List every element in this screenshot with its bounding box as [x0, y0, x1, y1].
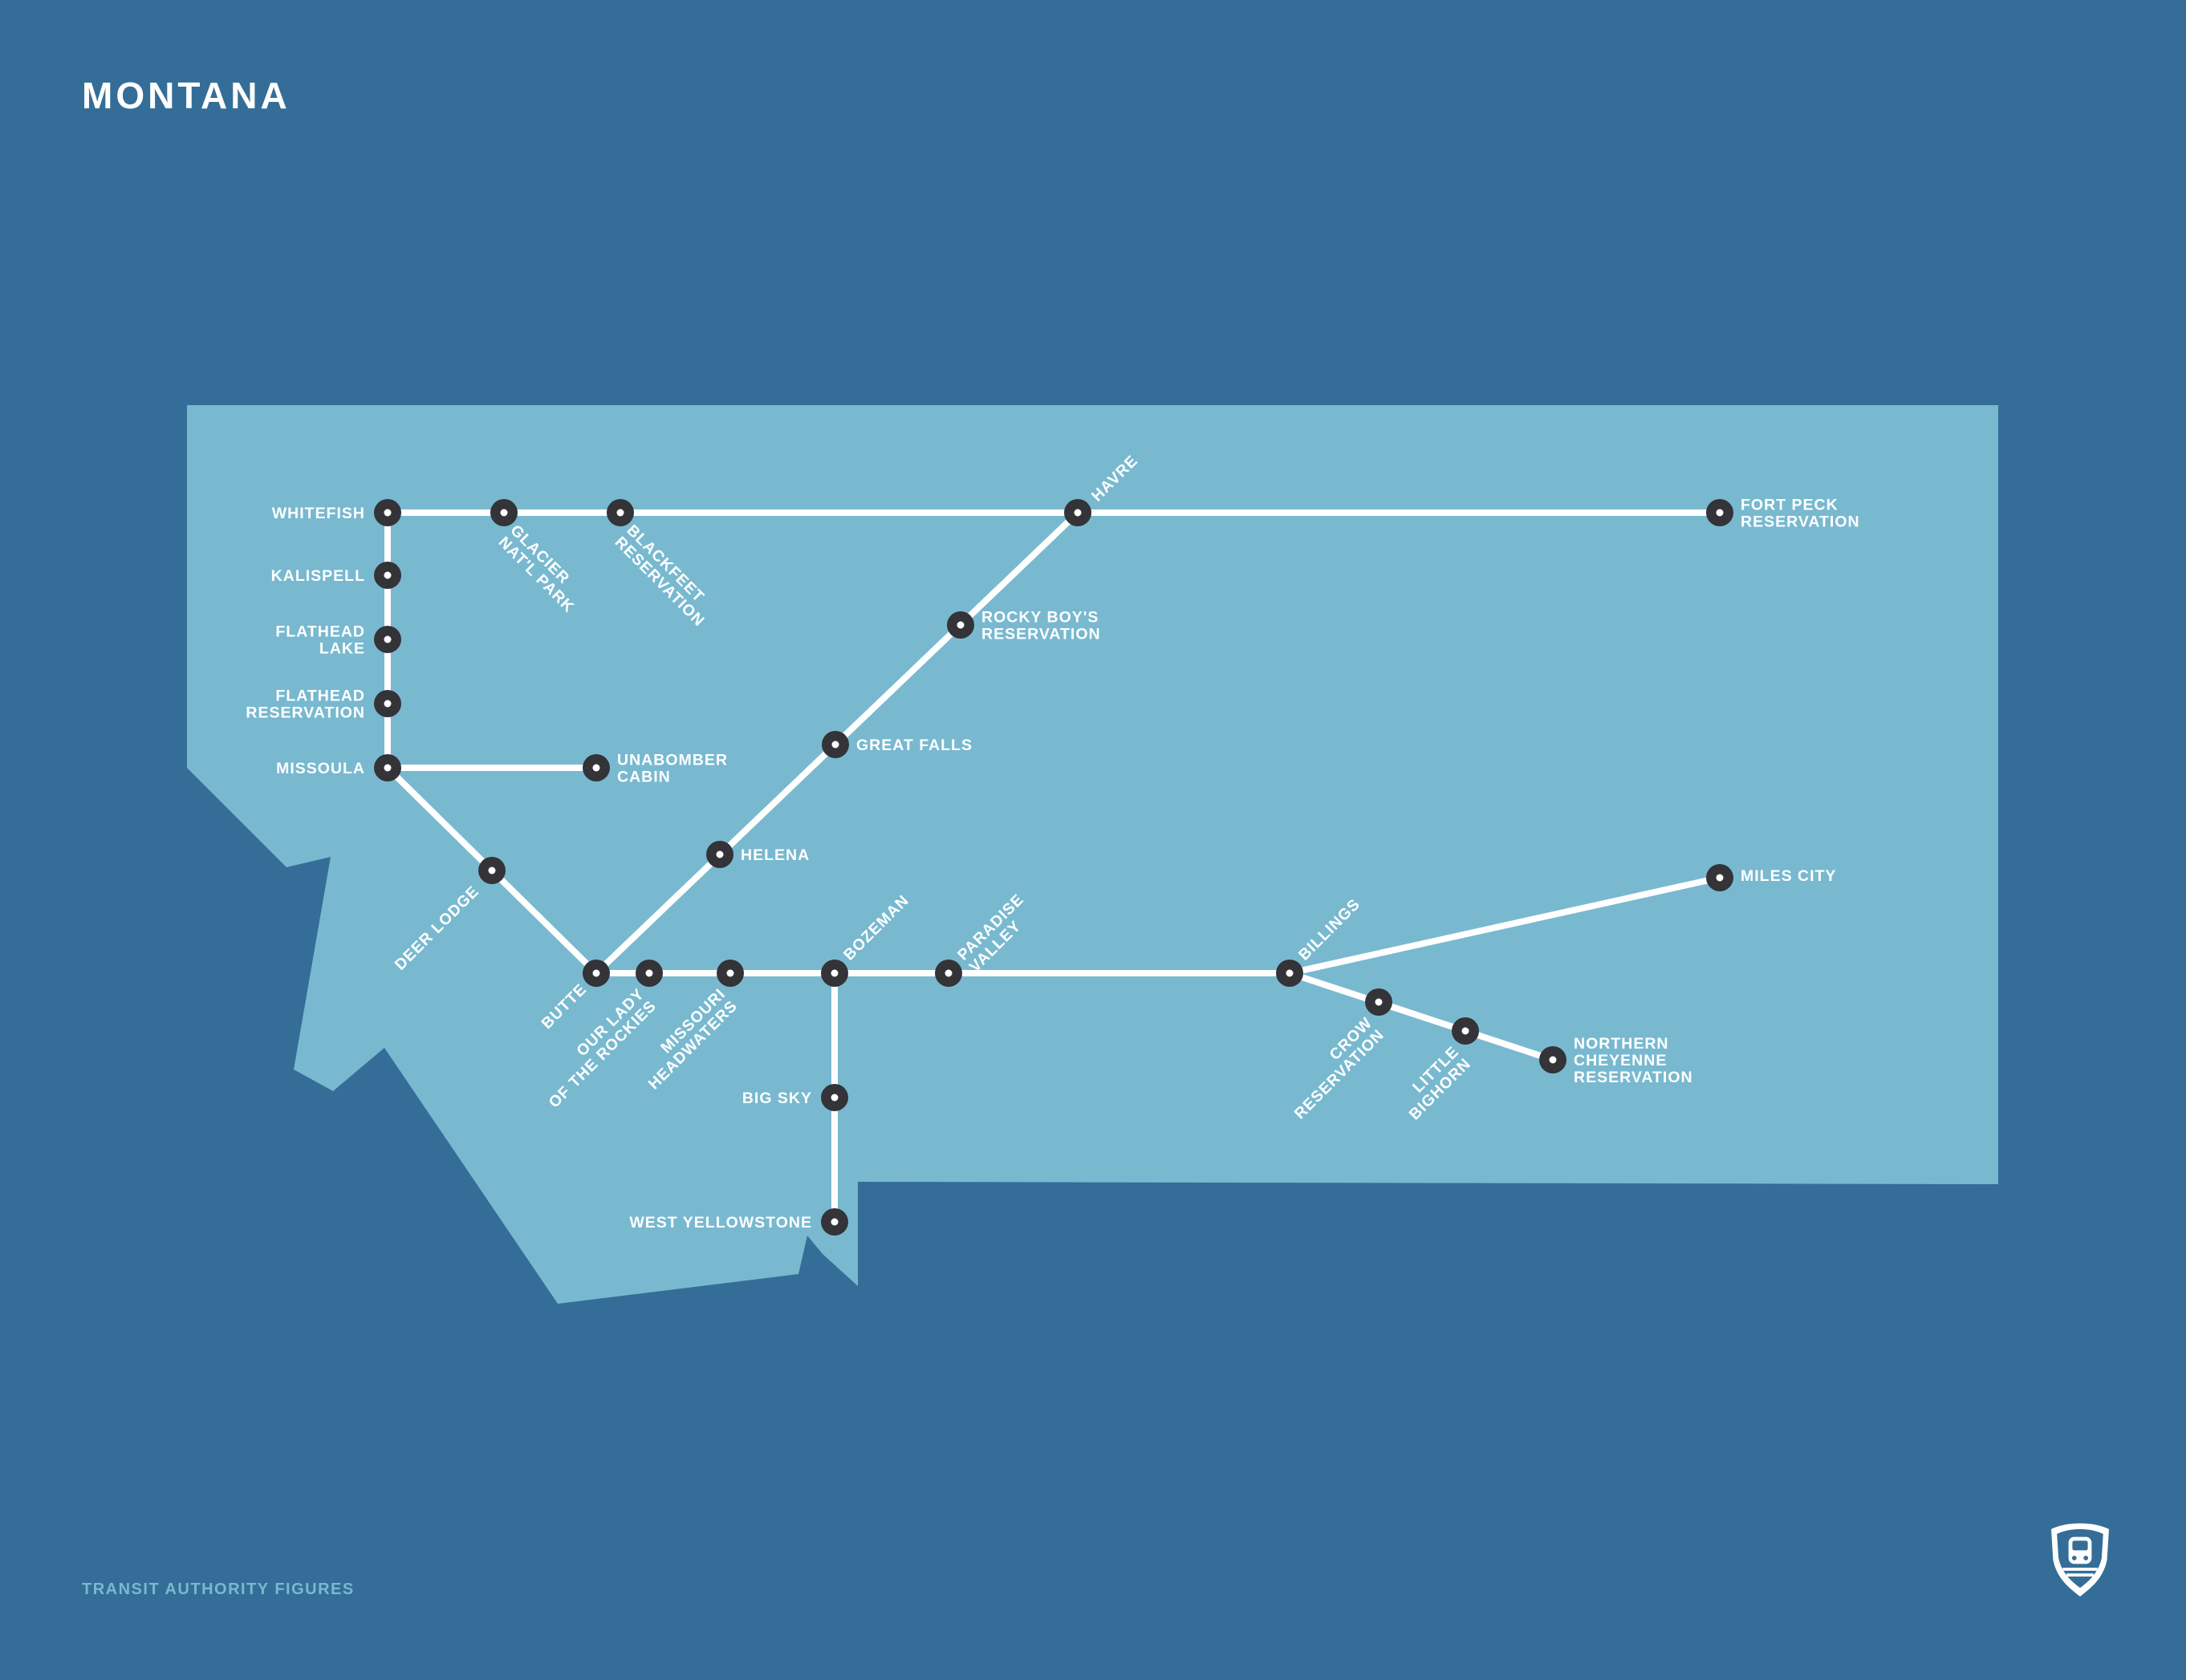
station-billings[interactable]: [1276, 960, 1303, 987]
station-label-missoula: MISSOULA: [276, 760, 365, 777]
transit-stations: [374, 499, 1733, 1236]
station-label-kalispell: KALISPELL: [271, 567, 365, 585]
line-billings-to-northern-cheyenne: [1286, 970, 1556, 1063]
station-label-line: RESERVATION: [981, 626, 1101, 643]
line-billings-to-miles-city: [1286, 874, 1723, 976]
station-label-whitefish: WHITEFISH: [272, 505, 365, 522]
station-label-helena: HELENA: [741, 846, 810, 864]
station-label-line: FLATHEAD: [275, 688, 365, 705]
station-label-line: BIG SKY: [742, 1090, 812, 1107]
station-center-dot: [831, 1094, 839, 1102]
station-flathead-lake[interactable]: [374, 626, 401, 653]
transit-shield-train-icon: [2051, 1523, 2109, 1597]
station-label-line: WEST YELLOWSTONE: [629, 1214, 812, 1232]
station-center-dot: [384, 764, 392, 772]
station-our-lady[interactable]: [636, 960, 663, 987]
station-center-dot: [1074, 509, 1082, 517]
station-flathead-res[interactable]: [374, 690, 401, 717]
station-crow[interactable]: [1365, 988, 1392, 1016]
station-missoula[interactable]: [374, 754, 401, 781]
station-center-dot: [1375, 998, 1383, 1006]
station-center-dot: [1549, 1056, 1557, 1064]
station-label-line: NORTHERN: [1574, 1035, 1669, 1053]
station-fort-peck[interactable]: [1706, 499, 1733, 526]
footer-credit: TRANSIT AUTHORITY FIGURES: [82, 1581, 355, 1598]
station-label-line: MILES CITY: [1741, 867, 1836, 885]
station-center-dot: [384, 635, 392, 643]
station-center-dot: [592, 764, 600, 772]
station-label-line: RESERVATION: [246, 704, 365, 722]
station-label-great-falls: GREAT FALLS: [856, 737, 973, 754]
station-little-bighorn[interactable]: [1452, 1017, 1479, 1045]
station-butte[interactable]: [583, 960, 610, 987]
station-label-line: RESERVATION: [1741, 513, 1860, 531]
station-center-dot: [384, 571, 392, 579]
map-title: MONTANA: [82, 75, 291, 116]
station-label-miles-city: MILES CITY: [1741, 867, 1836, 885]
station-havre[interactable]: [1064, 499, 1091, 526]
station-center-dot: [1286, 969, 1294, 977]
station-northern-cheyenne[interactable]: [1539, 1046, 1566, 1073]
station-west-yellowstone[interactable]: [821, 1208, 848, 1236]
station-label-line: KALISPELL: [271, 567, 365, 585]
station-center-dot: [384, 700, 392, 708]
station-label-line: MISSOULA: [276, 760, 365, 777]
station-label-line: CABIN: [617, 769, 671, 786]
station-deer-lodge[interactable]: [478, 857, 506, 884]
station-center-dot: [957, 621, 965, 629]
station-center-dot: [726, 969, 734, 977]
station-center-dot: [616, 509, 624, 517]
station-center-dot: [500, 509, 508, 517]
station-center-dot: [716, 850, 724, 858]
station-label-line: UNABOMBER: [617, 752, 728, 769]
station-center-dot: [1716, 874, 1724, 882]
station-center-dot: [592, 969, 600, 977]
station-unabomber[interactable]: [583, 754, 610, 781]
station-center-dot: [645, 969, 653, 977]
station-label-big-sky: BIG SKY: [742, 1090, 812, 1107]
station-paradise[interactable]: [935, 960, 962, 987]
station-big-sky[interactable]: [821, 1084, 848, 1111]
station-label-line: CHEYENNE: [1574, 1052, 1667, 1069]
station-blackfeet[interactable]: [607, 499, 634, 526]
station-center-dot: [945, 969, 953, 977]
station-label-line: WHITEFISH: [272, 505, 365, 522]
station-center-dot: [831, 969, 839, 977]
station-label-line: FORT PECK: [1741, 497, 1839, 514]
station-label-west-yellowstone: WEST YELLOWSTONE: [629, 1214, 812, 1232]
station-missouri[interactable]: [717, 960, 744, 987]
montana-state-shape: [187, 405, 1998, 1304]
station-center-dot: [1461, 1027, 1469, 1035]
station-helena[interactable]: [706, 841, 733, 868]
station-whitefish[interactable]: [374, 499, 401, 526]
station-great-falls[interactable]: [822, 731, 849, 758]
station-label-line: LAKE: [319, 640, 365, 658]
station-label-line: FLATHEAD: [275, 623, 365, 641]
station-center-dot: [831, 1218, 839, 1226]
station-bozeman[interactable]: [821, 960, 848, 987]
station-glacier[interactable]: [490, 499, 518, 526]
station-miles-city[interactable]: [1706, 864, 1733, 891]
station-kalispell[interactable]: [374, 562, 401, 589]
station-label-line: ROCKY BOY'S: [981, 609, 1099, 627]
station-rocky-boys[interactable]: [947, 611, 974, 639]
station-center-dot: [488, 866, 496, 874]
station-label-line: RESERVATION: [1574, 1069, 1693, 1086]
station-center-dot: [831, 741, 839, 749]
station-center-dot: [384, 509, 392, 517]
station-label-line: GREAT FALLS: [856, 737, 973, 754]
station-label-line: HELENA: [741, 846, 810, 864]
station-center-dot: [1716, 509, 1724, 517]
